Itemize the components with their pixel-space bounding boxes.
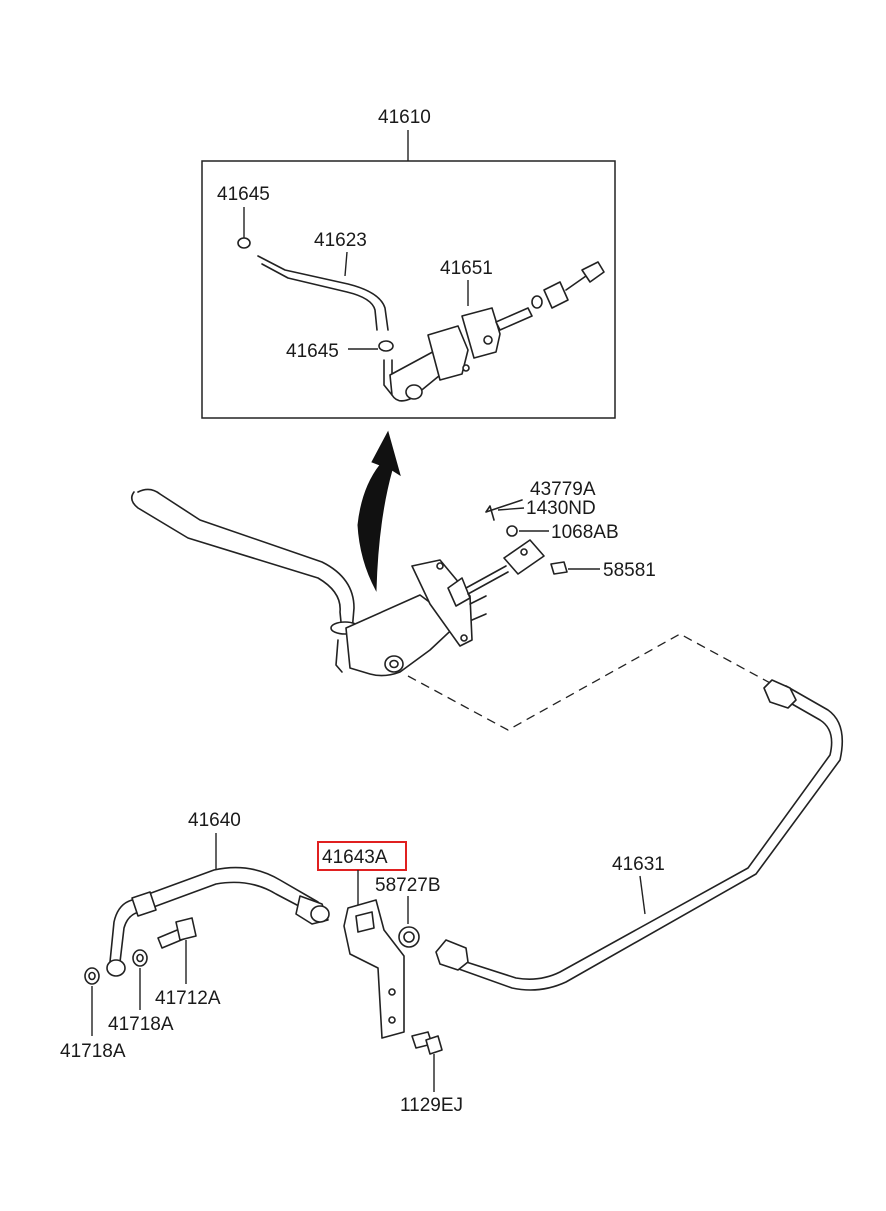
label-58581[interactable]: 58581 [603,560,656,581]
clutch-tube-41631 [435,679,844,991]
hose-clamp-top [237,237,251,249]
clutch-hose-41640 [106,866,330,977]
detail-arrow [357,430,401,592]
bolt-1129EJ [411,1031,443,1055]
label-1068AB[interactable]: 1068AB [551,522,619,543]
label-41631[interactable]: 41631 [612,854,665,875]
label-41712A[interactable]: 41712A [155,988,221,1009]
label-41623[interactable]: 41623 [314,230,367,251]
bolt-41712A [157,917,197,949]
reservoir-hose-main [130,488,360,635]
reservoir-hose-inset [257,255,389,331]
gasket-41651 [461,307,501,359]
dashed-connection [407,633,773,731]
label-1129EJ[interactable]: 1129EJ [400,1095,463,1116]
clevis-pin-43779A [485,499,523,521]
label-43779A[interactable]: 43779A [530,479,596,500]
label-41640[interactable]: 41640 [188,810,241,831]
stop-58581 [550,561,568,575]
label-1430ND[interactable]: 1430ND [526,498,596,519]
label-41645-top[interactable]: 41645 [217,184,270,205]
label-58727B[interactable]: 58727B [375,875,441,896]
hose-clamp-bottom [378,340,394,352]
pushrod-inset [495,261,605,331]
label-41718A-right[interactable]: 41718A [108,1014,174,1035]
detail-inset: 41610 41645 41623 41645 41651 [201,107,616,419]
label-41718A-left[interactable]: 41718A [60,1041,126,1062]
master-cylinder-inset [383,325,470,402]
washer-1068AB [506,525,518,537]
label-41610[interactable]: 41610 [378,107,431,128]
label-41651[interactable]: 41651 [440,258,493,279]
bracket-41643A [343,899,405,1039]
highlight-box-41643A [317,841,407,871]
clutch-master-cylinder [335,539,545,677]
label-41643A[interactable]: 41643A [322,847,388,868]
label-41645-bottom[interactable]: 41645 [286,341,339,362]
